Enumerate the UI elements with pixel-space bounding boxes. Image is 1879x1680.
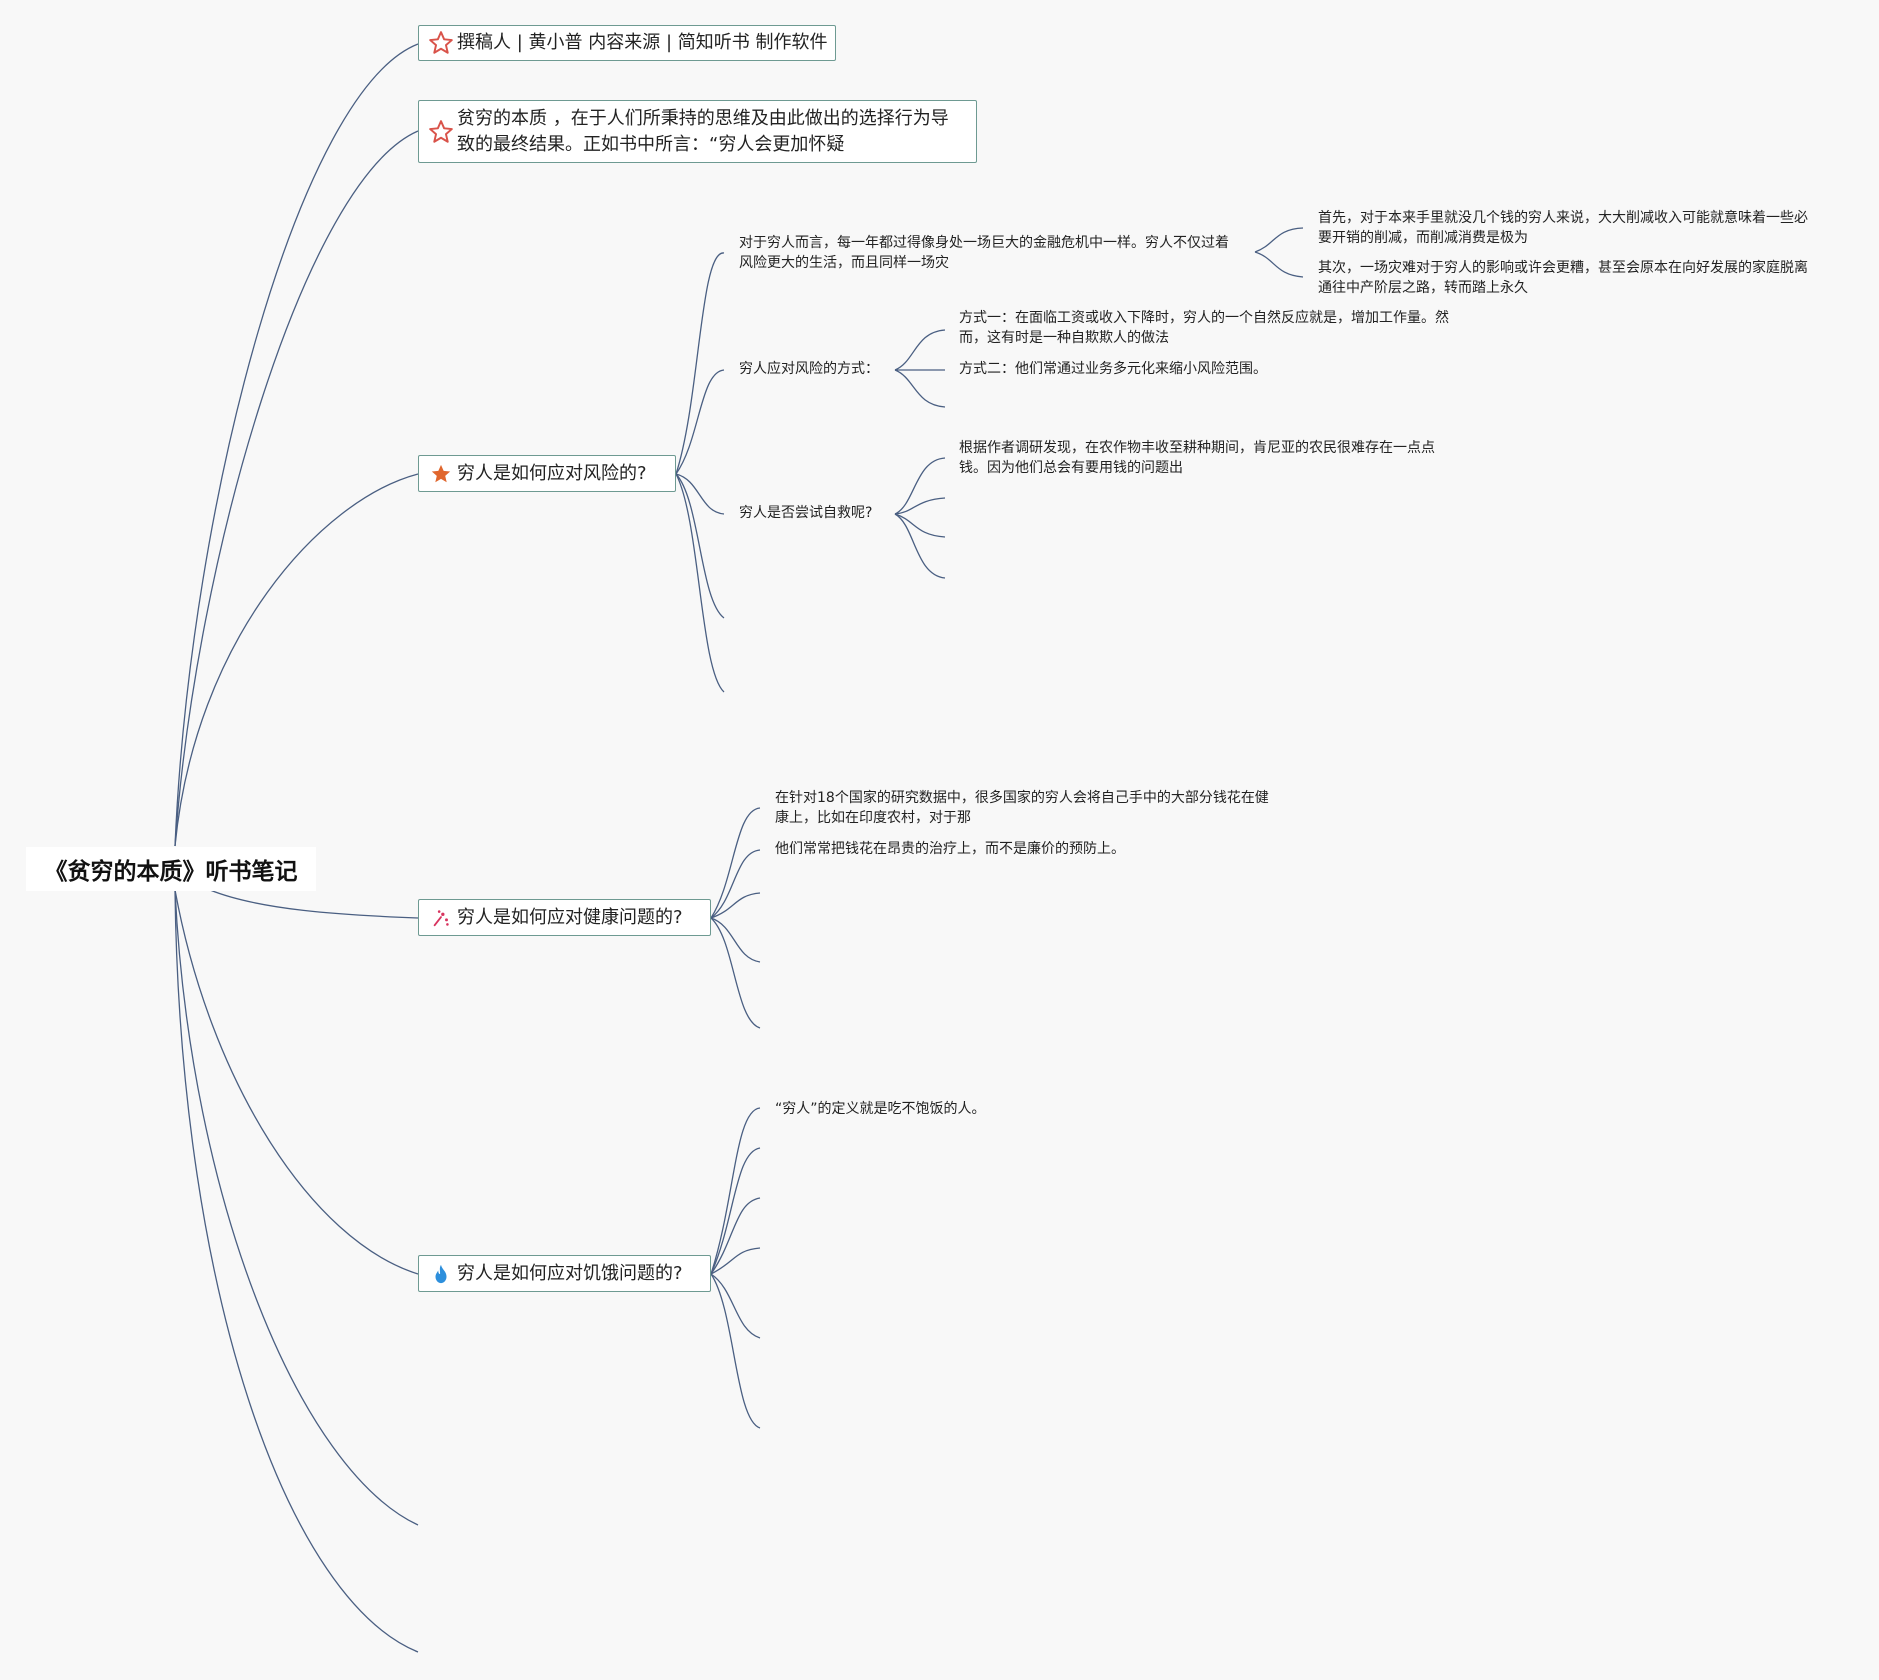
risk-selfhelp-text: 穷人是否尝试自救呢? — [739, 505, 873, 521]
link-selfhelp-3 — [894, 513, 946, 538]
link-ways-empty — [894, 369, 946, 408]
risk-crisis-detail-1-text: 首先，对于本来手里就没几个钱的穷人来说，大大削减收入可能就意味着一些必要开销的削… — [1318, 210, 1808, 246]
sparkle-icon — [427, 907, 455, 929]
link-crisis-first — [1254, 227, 1304, 253]
root-title: 《贫穷的本质》听书笔记 — [44, 859, 298, 885]
hunger-detail-1-text: “穷人”的定义就是吃不饱饭的人。 — [775, 1101, 986, 1117]
topic-author[interactable]: 撰稿人 | 黄小普 内容来源 | 简知听书 制作软件 — [418, 25, 836, 61]
star-outline-icon — [427, 119, 455, 145]
link-root-essence — [174, 130, 419, 847]
risk-ways-detail-2-text: 方式二：他们常通过业务多元化来缩小风险范围。 — [959, 361, 1267, 377]
topic-author-label: 撰稿人 | 黄小普 内容来源 | 简知听书 制作软件 — [457, 32, 828, 53]
star-outline-icon — [427, 30, 455, 56]
link-risk-empty-2 — [675, 473, 725, 693]
link-health-1 — [710, 807, 761, 919]
topic-health[interactable]: 穷人是如何应对健康问题的? — [418, 899, 711, 936]
root-topic[interactable]: 《贫穷的本质》听书笔记 — [26, 847, 316, 891]
link-health-5 — [710, 917, 761, 1029]
risk-selfhelp-detail-1[interactable]: 根据作者调研发现，在农作物丰收至耕种期间，肯尼亚的农民很难存在一点点钱。因为他们… — [959, 438, 1459, 478]
link-hunger-4 — [710, 1247, 761, 1275]
link-risk-crisis — [675, 252, 725, 475]
risk-ways-text: 穷人应对风险的方式： — [739, 361, 879, 377]
topic-essence[interactable]: 贫穷的本质 ，在于人们所秉持的思维及由此做出的选择行为导致的最终结果。正如书中所… — [418, 100, 977, 163]
link-root-hunger — [174, 889, 419, 1275]
link-health-2 — [710, 849, 761, 919]
health-detail-2-text: 他们常常把钱花在昂贵的治疗上，而不是廉价的预防上。 — [775, 841, 1125, 857]
link-ways-one — [894, 329, 946, 371]
risk-selfhelp-detail-1-text: 根据作者调研发现，在农作物丰收至耕种期间，肯尼亚的农民很难存在一点点钱。因为他们… — [959, 440, 1435, 476]
link-hunger-6 — [710, 1273, 761, 1429]
link-selfhelp-2 — [894, 497, 946, 515]
topic-risk-label: 穷人是如何应对风险的? — [457, 462, 647, 484]
topic-health-label: 穷人是如何应对健康问题的? — [457, 906, 683, 928]
link-root-risk — [174, 473, 419, 847]
link-risk-selfhelp — [675, 473, 725, 515]
link-crisis-second — [1254, 251, 1304, 278]
link-hunger-5 — [710, 1273, 761, 1339]
link-health-3 — [710, 892, 761, 919]
risk-crisis-detail-1[interactable]: 首先，对于本来手里就没几个钱的穷人来说，大大削减收入可能就意味着一些必要开销的削… — [1318, 208, 1818, 248]
link-root-empty-2 — [174, 889, 419, 1653]
risk-crisis-detail-2[interactable]: 其次，一场灾难对于穷人的影响或许会更糟，甚至会原本在向好发展的家庭脱离通往中产阶… — [1318, 258, 1818, 298]
topic-essence-label: 贫穷的本质 ，在于人们所秉持的思维及由此做出的选择行为导致的最终结果。正如书中所… — [457, 107, 949, 155]
risk-selfhelp-node[interactable]: 穷人是否尝试自救呢? — [739, 503, 872, 523]
star-filled-icon — [427, 463, 455, 485]
link-risk-ways — [675, 369, 725, 475]
risk-ways-node[interactable]: 穷人应对风险的方式： — [739, 359, 879, 379]
risk-ways-detail-1[interactable]: 方式一：在面临工资或收入下降时，穷人的一个自然反应就是，增加工作量。然而，这有时… — [959, 308, 1459, 348]
topic-hunger-label: 穷人是如何应对饥饿问题的? — [457, 1262, 683, 1284]
risk-crisis-text: 对于穷人而言，每一年都过得像身处一场巨大的金融危机中一样。穷人不仅过着风险更大的… — [739, 235, 1229, 271]
link-hunger-3 — [710, 1197, 761, 1275]
link-health-4 — [710, 917, 761, 963]
link-root-author — [174, 43, 419, 847]
link-selfhelp-4 — [894, 513, 946, 579]
link-risk-empty-1 — [675, 473, 725, 619]
link-hunger-1 — [710, 1107, 761, 1275]
hunger-detail-1[interactable]: “穷人”的定义就是吃不饱饭的人。 — [775, 1099, 1275, 1119]
risk-crisis-detail-2-text: 其次，一场灾难对于穷人的影响或许会更糟，甚至会原本在向好发展的家庭脱离通往中产阶… — [1318, 260, 1808, 296]
health-detail-1-text: 在针对18个国家的研究数据中，很多国家的穷人会将自己手中的大部分钱花在健康上，比… — [775, 790, 1269, 826]
risk-crisis-node[interactable]: 对于穷人而言，每一年都过得像身处一场巨大的金融危机中一样。穷人不仅过着风险更大的… — [739, 233, 1239, 273]
link-hunger-2 — [710, 1147, 761, 1275]
risk-ways-detail-2[interactable]: 方式二：他们常通过业务多元化来缩小风险范围。 — [959, 359, 1459, 379]
link-root-empty-1 — [174, 889, 419, 1526]
topic-hunger[interactable]: 穷人是如何应对饥饿问题的? — [418, 1255, 711, 1292]
health-detail-2[interactable]: 他们常常把钱花在昂贵的治疗上，而不是廉价的预防上。 — [775, 839, 1275, 859]
topic-risk[interactable]: 穷人是如何应对风险的? — [418, 455, 676, 492]
link-root-health — [209, 889, 419, 919]
link-selfhelp-one — [894, 457, 946, 515]
risk-ways-detail-1-text: 方式一：在面临工资或收入下降时，穷人的一个自然反应就是，增加工作量。然而，这有时… — [959, 310, 1449, 346]
flame-icon — [427, 1263, 455, 1285]
health-detail-1[interactable]: 在针对18个国家的研究数据中，很多国家的穷人会将自己手中的大部分钱花在健康上，比… — [775, 788, 1275, 828]
